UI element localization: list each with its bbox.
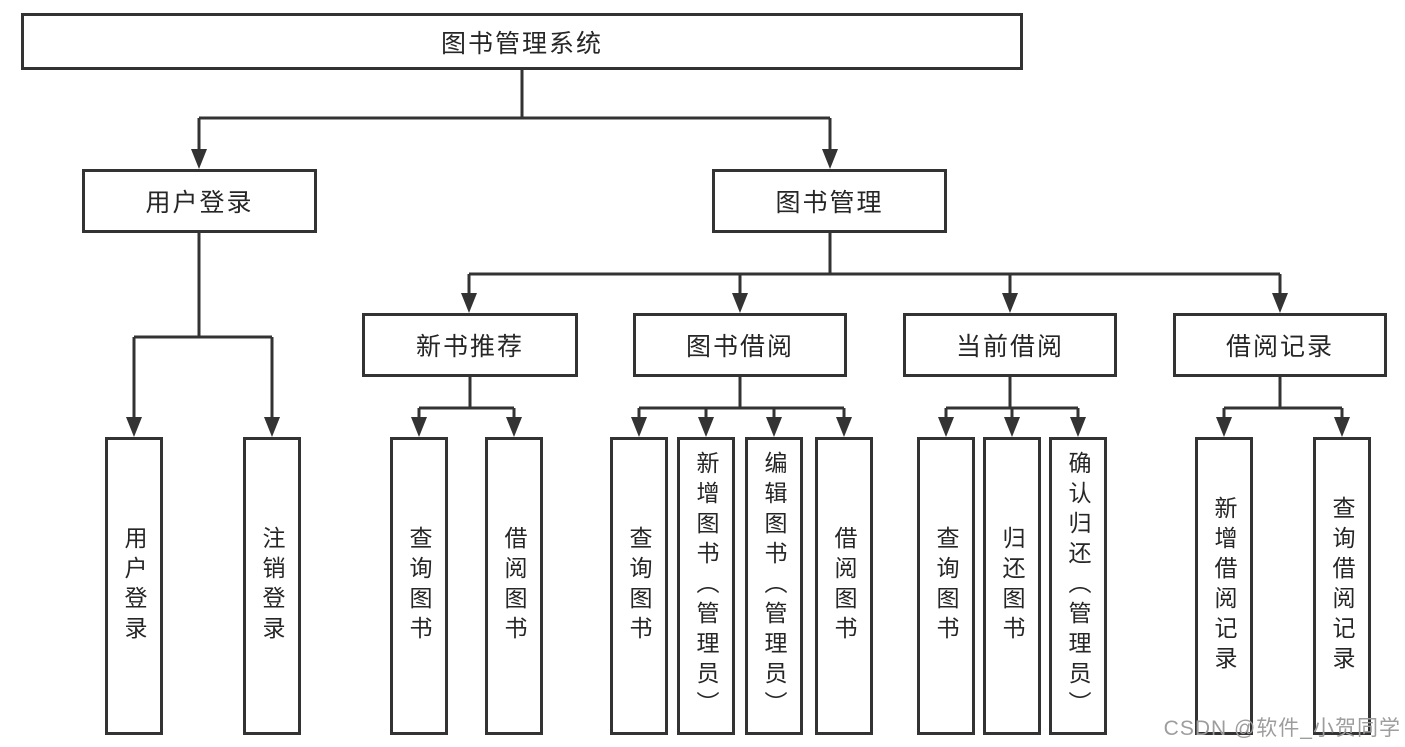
node-label: 归还图书 [999, 526, 1025, 646]
leaf-borrowing-add-books: 新增图书（管理员） [677, 437, 735, 735]
leaf-recommend-borrow-books: 借阅图书 [485, 437, 543, 735]
node-label: 确认归还（管理员） [1065, 451, 1091, 721]
arrow-icon [822, 149, 838, 169]
arrow-icon [506, 417, 522, 437]
node-label: 新增借阅记录 [1211, 496, 1237, 676]
node-label: 图书借阅 [685, 333, 794, 361]
arrow-icon [938, 417, 954, 437]
node-book-management: 图书管理 [712, 169, 947, 233]
leaf-user-login: 用户登录 [105, 437, 163, 735]
connector-book-mgmt [467, 233, 1282, 305]
node-label: 新书推荐 [415, 333, 524, 361]
leaf-logout: 注销登录 [243, 437, 301, 735]
arrow-icon [836, 417, 852, 437]
node-label: 新增图书（管理员） [693, 451, 719, 721]
node-label: 查询图书 [406, 526, 432, 646]
arrowheads [126, 149, 1350, 437]
arrow-icon [1272, 293, 1288, 313]
arrow-icon [1004, 417, 1020, 437]
arrow-icon [264, 417, 280, 437]
node-new-book-recommend: 新书推荐 [362, 313, 578, 377]
node-label: 查询图书 [933, 526, 959, 646]
leaf-current-confirm-return: 确认归还（管理员） [1049, 437, 1107, 735]
leaf-records-add-record: 新增借阅记录 [1195, 437, 1253, 735]
arrow-icon [1334, 417, 1350, 437]
arrow-icon [126, 417, 142, 437]
node-label: 当前借阅 [955, 333, 1064, 361]
node-label: 用户登录 [121, 526, 147, 646]
node-label: 编辑图书（管理员） [761, 451, 787, 721]
arrow-icon [631, 417, 647, 437]
node-borrowing-records: 借阅记录 [1173, 313, 1387, 377]
node-root: 图书管理系统 [21, 13, 1023, 70]
connector-root [197, 70, 832, 161]
arrow-icon [461, 293, 477, 313]
arrow-icon [1070, 417, 1086, 437]
node-label: 图书管理系统 [440, 29, 603, 58]
node-label: 借阅记录 [1225, 333, 1334, 361]
node-book-borrowing: 图书借阅 [633, 313, 847, 377]
arrow-icon [1002, 293, 1018, 313]
node-label: 查询借阅记录 [1329, 496, 1355, 676]
node-label: 借阅图书 [831, 526, 857, 646]
arrow-icon [411, 417, 427, 437]
leaf-borrowing-edit-books: 编辑图书（管理员） [745, 437, 803, 735]
leaf-current-query-books: 查询图书 [917, 437, 975, 735]
arrow-icon [1216, 417, 1232, 437]
node-label: 用户登录 [145, 189, 254, 217]
node-label: 借阅图书 [501, 526, 527, 646]
node-label: 图书管理 [775, 189, 884, 217]
watermark: CSDN @软件_小贺同学 [1163, 717, 1401, 740]
arrow-icon [732, 293, 748, 313]
leaf-records-query-record: 查询借阅记录 [1313, 437, 1371, 735]
leaf-recommend-query-books: 查询图书 [390, 437, 448, 735]
arrow-icon [766, 417, 782, 437]
leaf-borrowing-borrow-books: 借阅图书 [815, 437, 873, 735]
node-label: 注销登录 [259, 526, 285, 646]
connector-borrowing-records [1222, 377, 1344, 429]
leaf-borrowing-query-books: 查询图书 [610, 437, 668, 735]
leaf-current-return-books: 归还图书 [983, 437, 1041, 735]
connector-user-login [132, 233, 274, 429]
node-current-borrowing: 当前借阅 [903, 313, 1117, 377]
connector-book-borrowing [637, 377, 846, 429]
node-label: 查询图书 [626, 526, 652, 646]
connector-new-book-rec [417, 377, 516, 429]
arrow-icon [191, 149, 207, 169]
arrow-icon [698, 417, 714, 437]
node-user-login: 用户登录 [82, 169, 317, 233]
